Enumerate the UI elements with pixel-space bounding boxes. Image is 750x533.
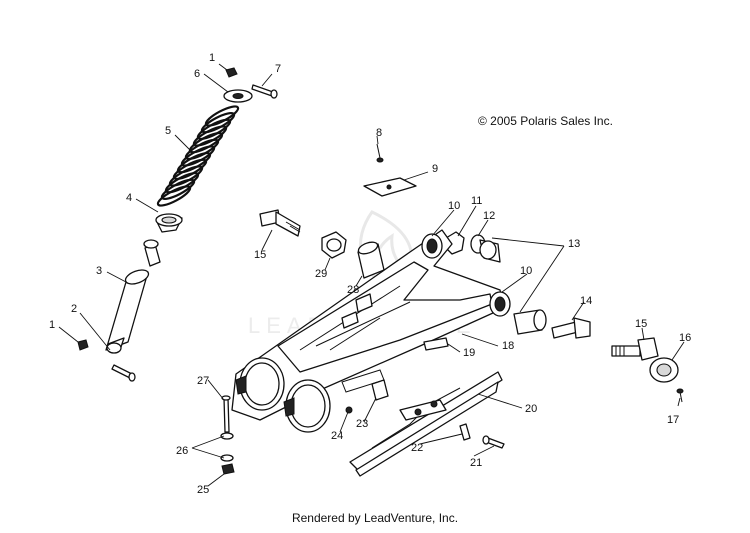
- callout-15-lower: 15: [635, 318, 647, 330]
- leader-lines: [58, 63, 685, 487]
- callout-12: 12: [483, 210, 495, 222]
- part-15-pivot-bolt-upper: [259, 209, 301, 237]
- part-9-plate: [363, 177, 417, 197]
- part-16-retainer-plate: [649, 357, 679, 383]
- part-14-bolt: [551, 317, 591, 339]
- part-26-washer-upper: [220, 432, 234, 440]
- part-22-pin: [459, 423, 471, 441]
- part-6-retainer: [223, 89, 253, 103]
- callout-10-upper: 10: [448, 200, 460, 212]
- part-5-spring: [156, 105, 240, 207]
- part-17-screw: [676, 388, 684, 403]
- callout-1-top: 1: [209, 52, 215, 64]
- callout-24: 24: [331, 430, 343, 442]
- callout-25: 25: [197, 484, 209, 496]
- callout-13: 13: [568, 238, 580, 250]
- callout-28: 28: [347, 284, 359, 296]
- part-19-decal: [423, 337, 449, 351]
- callout-7: 7: [275, 63, 281, 75]
- part-13-bushing-lower: [513, 309, 547, 335]
- part-29-nut: [321, 231, 347, 259]
- part-18-swing-arm: [231, 229, 511, 433]
- callout-21: 21: [470, 457, 482, 469]
- part-8-screw: [376, 143, 384, 163]
- part-21-bolt: [482, 435, 505, 449]
- callout-5: 5: [165, 125, 171, 137]
- callout-16: 16: [679, 332, 691, 344]
- part-1-nut-lower: [77, 339, 89, 351]
- callout-2: 2: [71, 303, 77, 315]
- callout-9: 9: [432, 163, 438, 175]
- part-2-bolt: [111, 364, 136, 382]
- footer-credit: Rendered by LeadVenture, Inc.: [291, 511, 459, 525]
- callout-8: 8: [376, 127, 382, 139]
- callout-14: 14: [580, 295, 592, 307]
- callout-26: 26: [176, 445, 188, 457]
- callout-23: 23: [356, 418, 368, 430]
- part-24-screw: [345, 406, 353, 414]
- callout-20: 20: [525, 403, 537, 415]
- part-15-pivot-bolt-lower: [611, 337, 659, 361]
- callout-17: 17: [667, 414, 679, 426]
- callout-27: 27: [197, 375, 209, 387]
- part-7-bolt: [251, 84, 278, 99]
- part-1-nut-top: [225, 67, 238, 78]
- part-13-bushing-upper: [479, 239, 501, 263]
- callout-4: 4: [126, 192, 132, 204]
- callout-15-upper: 15: [254, 249, 266, 261]
- copyright-notice: © 2005 Polaris Sales Inc.: [478, 114, 613, 128]
- callout-22: 22: [411, 442, 423, 454]
- callout-6: 6: [194, 68, 200, 80]
- callout-29: 29: [315, 268, 327, 280]
- callout-10-lower: 10: [520, 265, 532, 277]
- callout-18: 18: [502, 340, 514, 352]
- part-27-bolt: [221, 395, 231, 433]
- callout-1-lower: 1: [49, 319, 55, 331]
- callout-19: 19: [463, 347, 475, 359]
- part-4-spring-seat: [155, 213, 183, 233]
- callout-labels: 1 6 7 5 4 3 2 1 8 9 10 11 12 13 10 14 15…: [49, 52, 691, 496]
- callout-11: 11: [471, 195, 482, 207]
- callout-3: 3: [96, 265, 102, 277]
- part-26-washer-lower: [220, 454, 234, 462]
- part-25-nut: [221, 463, 235, 475]
- spring-coil: [156, 185, 192, 207]
- part-20-slide-rail: [349, 371, 503, 477]
- part-23-bracket: [371, 379, 389, 401]
- part-3-shock-absorber: [105, 239, 161, 354]
